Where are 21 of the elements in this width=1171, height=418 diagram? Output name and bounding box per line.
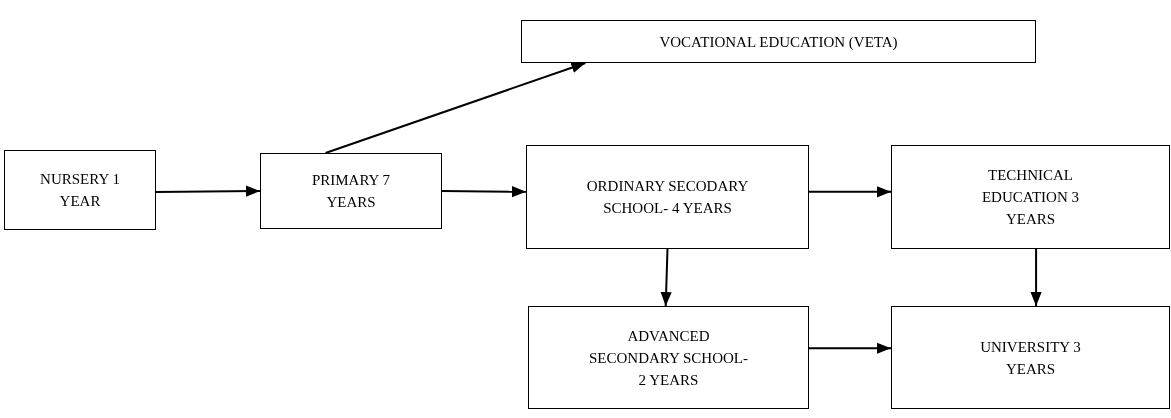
process-box — [526, 145, 809, 249]
box-label: PRIMARY 7 YEARS — [311, 171, 391, 212]
arrow — [441, 186, 527, 198]
process-box — [260, 153, 442, 229]
process-box — [4, 150, 156, 230]
arrow — [155, 185, 261, 197]
box-label: ADVANCED SECONDARY SCHOOL-2 YEARS — [587, 326, 749, 390]
box-label: VOCATIONAL EDUCATION (VETA) — [659, 32, 898, 52]
box-label: TECHNICAL EDUCATION 3 YEARS — [980, 166, 1081, 229]
arrow — [660, 248, 672, 307]
box-label: NURSERY 1 YEAR — [39, 170, 121, 211]
arrow — [808, 186, 892, 198]
process-box — [521, 20, 1036, 63]
arrow — [324, 62, 587, 154]
box-label: UNIVERSITY 3 YEARS — [979, 337, 1082, 379]
box-label: ORDINARY SECODARY SCHOOL- 4 YEARS — [585, 177, 750, 218]
process-box — [891, 306, 1170, 409]
arrow — [1030, 248, 1042, 307]
process-box — [891, 145, 1170, 249]
arrow — [808, 342, 892, 354]
process-box — [528, 306, 809, 409]
